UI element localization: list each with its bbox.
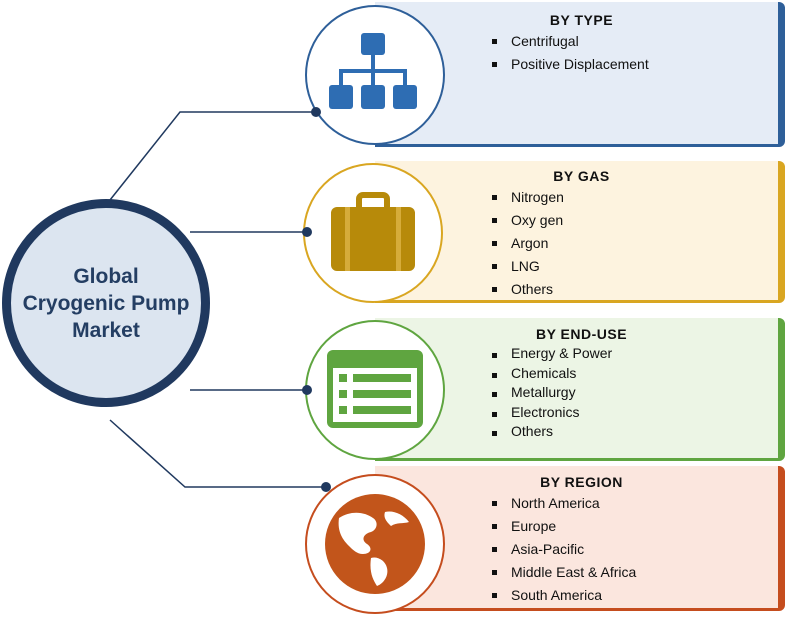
list-icon xyxy=(327,350,423,428)
list-type: Centrifugal Positive Displacement xyxy=(375,30,778,76)
panel-title-end-use: BY END-USE xyxy=(535,326,628,342)
panel-by-gas: BY GAS Nitrogen Oxy gen Argon LNG Others xyxy=(375,161,785,303)
hub-title: Global Cryogenic Pump Market xyxy=(22,264,190,342)
panel-title-gas: BY GAS xyxy=(553,168,610,184)
connector-region xyxy=(109,419,326,488)
list-item: North America xyxy=(490,492,778,515)
icon-circle-type xyxy=(305,5,445,145)
list-item: Argon xyxy=(490,232,778,255)
list-end-use: Energy & Power Chemicals Metallurgy Elec… xyxy=(375,344,778,442)
central-hub: Global Cryogenic Pump Market xyxy=(2,199,210,407)
list-item: Europe xyxy=(490,515,778,538)
list-item: Oxy gen xyxy=(490,209,778,232)
list-item: Metallurgy xyxy=(490,383,778,403)
briefcase-icon xyxy=(331,192,415,271)
list-item: Middle East & Africa xyxy=(490,561,778,584)
list-item: Electronics xyxy=(490,403,778,423)
list-item: Chemicals xyxy=(490,364,778,384)
list-item: Positive Displacement xyxy=(490,53,778,76)
list-item: Others xyxy=(490,278,778,301)
connector-dot-gas xyxy=(302,227,312,237)
list-item: Others xyxy=(490,422,778,442)
panel-title-region: BY REGION xyxy=(540,474,623,490)
list-item: Centrifugal xyxy=(490,30,778,53)
list-item: Energy & Power xyxy=(490,344,778,364)
connector-dot-type xyxy=(311,107,321,117)
list-item: Asia-Pacific xyxy=(490,538,778,561)
panel-title-type: BY TYPE xyxy=(549,12,614,28)
list-item: South America xyxy=(490,584,778,607)
connector-type xyxy=(109,111,316,201)
list-item: LNG xyxy=(490,255,778,278)
icon-circle-region xyxy=(305,474,445,614)
globe-icon xyxy=(325,494,425,594)
connector-dot-region xyxy=(321,482,331,492)
icon-circle-end-use xyxy=(305,320,445,460)
list-item: Nitrogen xyxy=(490,186,778,209)
connector-dot-end-use xyxy=(302,385,312,395)
icon-circle-gas xyxy=(303,163,443,303)
list-region: North America Europe Asia-Pacific Middle… xyxy=(375,492,778,607)
hierarchy-icon xyxy=(329,33,417,109)
list-gas: Nitrogen Oxy gen Argon LNG Others xyxy=(375,186,778,301)
